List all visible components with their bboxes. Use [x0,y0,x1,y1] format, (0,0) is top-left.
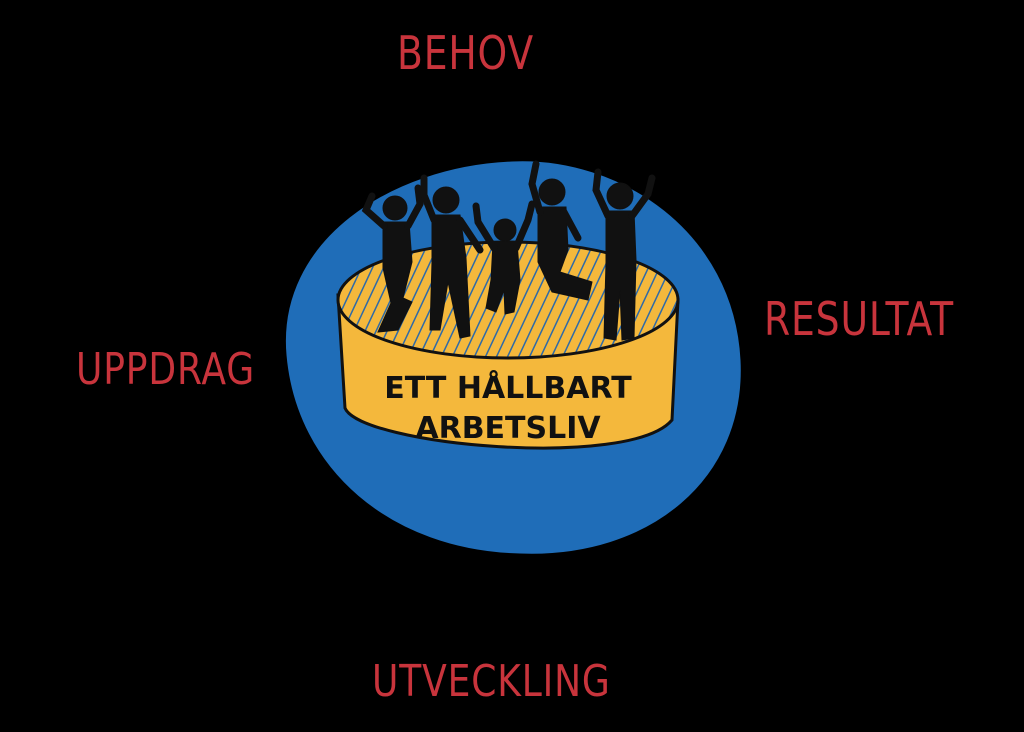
center-title-line-2: ARBETSLIV [415,411,601,446]
person-figure-5 [592,168,656,341]
person-figure-3 [472,200,536,315]
people-celebrating-icon [361,160,656,341]
person-figure-4 [528,160,593,301]
person-figure-2 [420,174,484,339]
person-figure-1 [361,184,424,333]
label-utveckling: UTVECKLING [372,656,611,707]
label-uppdrag: UPPDRAG [76,344,256,395]
center-title-line-1: ETT HÅLLBART [384,369,632,406]
label-resultat: RESULTAT [764,292,955,346]
label-behov: BEHOV [397,26,535,80]
